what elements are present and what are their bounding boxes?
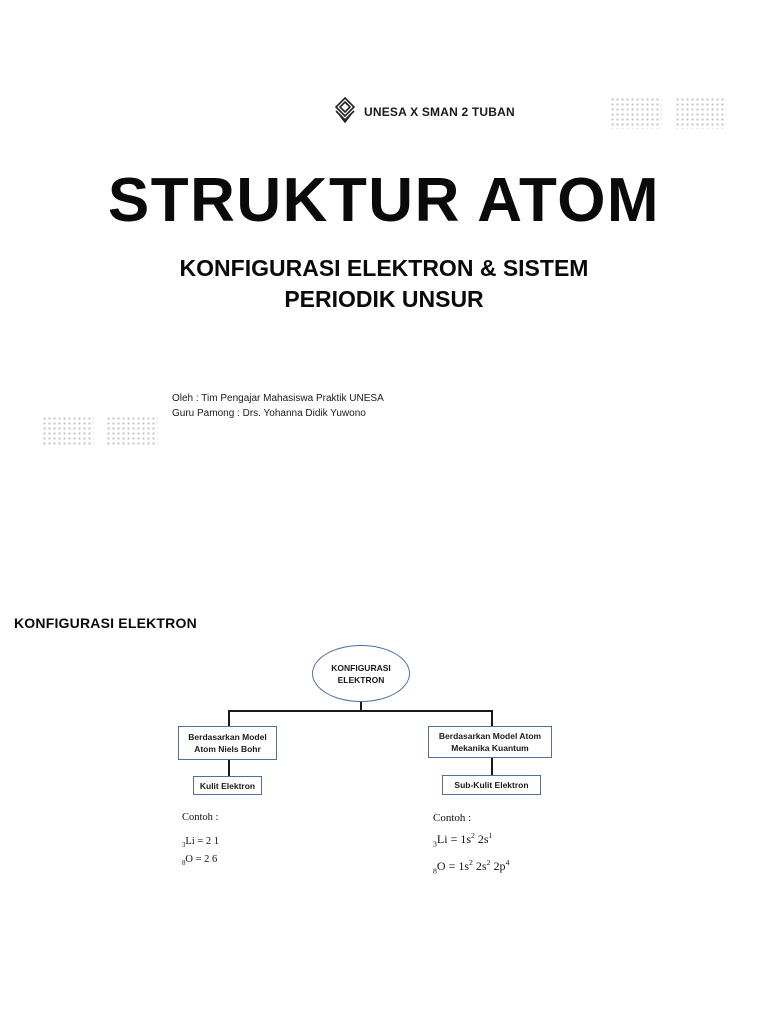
decorative-dot-grid bbox=[106, 416, 158, 446]
byline: Oleh : Tim Pengajar Mahasiswa Praktik UN… bbox=[172, 391, 384, 421]
example-li: 3Li = 1s2 2s1 bbox=[433, 831, 509, 848]
section-title: KONFIGURASI ELEKTRON bbox=[14, 615, 197, 631]
electron-count: 2 bbox=[469, 858, 473, 868]
config-text: 2s bbox=[472, 859, 487, 874]
connector-line bbox=[360, 702, 362, 711]
connector-line bbox=[228, 710, 230, 726]
bohr-example: Contoh : 3Li = 2 1 8O = 2 6 bbox=[182, 812, 219, 871]
element-symbol: Li bbox=[185, 836, 195, 847]
config-text: 2s bbox=[474, 832, 489, 846]
diagram-bohr-node: Berdasarkan Model Atom Niels Bohr bbox=[178, 726, 277, 760]
decorative-dot-grid bbox=[610, 97, 662, 129]
brand-header: UNESA X SMAN 2 TUBAN bbox=[334, 96, 515, 128]
electron-count: 4 bbox=[505, 858, 510, 868]
diagram-subshell-leaf: Sub-Kulit Elektron bbox=[442, 775, 541, 795]
shell-config: = 2 1 bbox=[197, 836, 220, 847]
connector-line bbox=[491, 710, 493, 726]
mentor-line: Guru Pamong : Drs. Yohanna Didik Yuwono bbox=[172, 408, 366, 419]
element-symbol: Li bbox=[436, 832, 448, 846]
diagram-root-node: KONFIGURASI ELEKTRON bbox=[312, 645, 410, 702]
brand-name: UNESA X SMAN 2 TUBAN bbox=[364, 105, 515, 119]
example-o: 8O = 1s2 2s2 2p4 bbox=[433, 858, 509, 875]
root-label-line: KONFIGURASI bbox=[331, 662, 391, 673]
page-subtitle: KONFIGURASI ELEKTRON & SISTEM PERIODIK U… bbox=[0, 253, 768, 315]
atomic-number: 8 bbox=[182, 860, 186, 868]
config-text: = 1s bbox=[445, 859, 470, 874]
electron-count: 1 bbox=[488, 831, 493, 840]
quantum-example: Contoh : 3Li = 1s2 2s1 8O = 1s2 2s2 2p4 bbox=[433, 812, 509, 876]
subtitle-line: PERIODIK UNSUR bbox=[284, 286, 484, 312]
connector-line bbox=[228, 760, 230, 776]
atomic-number: 3 bbox=[433, 839, 437, 849]
connector-line bbox=[228, 710, 492, 712]
electron-count: 2 bbox=[471, 831, 475, 840]
element-symbol: O bbox=[185, 854, 193, 866]
bohr-label-line: Atom Niels Bohr bbox=[194, 744, 261, 754]
root-label-line: ELEKTRON bbox=[337, 674, 385, 685]
atomic-number: 8 bbox=[433, 866, 437, 876]
unesa-diamond-logo-icon bbox=[334, 96, 356, 128]
shell-config: = 2 6 bbox=[193, 854, 218, 866]
diagram-shell-leaf: Kulit Elektron bbox=[193, 776, 262, 795]
example-label: Contoh : bbox=[433, 812, 472, 824]
subshell-leaf-label: Sub-Kulit Elektron bbox=[454, 780, 529, 790]
config-text: 2p bbox=[490, 859, 506, 874]
page-title: STRUKTUR ATOM bbox=[107, 166, 661, 235]
example-li: 3Li = 2 1 bbox=[182, 835, 219, 853]
decorative-dot-grid bbox=[675, 97, 727, 129]
quantum-label-line: Mekanika Kuantum bbox=[451, 743, 529, 753]
element-symbol: O bbox=[436, 859, 446, 874]
electron-count: 2 bbox=[486, 858, 491, 868]
config-text: = 1s bbox=[447, 832, 472, 846]
diagram-quantum-node: Berdasarkan Model Atom Mekanika Kuantum bbox=[428, 726, 552, 758]
subtitle-line: KONFIGURASI ELEKTRON & SISTEM bbox=[179, 255, 589, 281]
example-label: Contoh : bbox=[182, 812, 219, 823]
atomic-number: 3 bbox=[182, 842, 186, 850]
connector-line bbox=[491, 758, 493, 775]
bohr-label-line: Berdasarkan Model bbox=[188, 732, 267, 742]
quantum-label-line: Berdasarkan Model Atom bbox=[438, 731, 542, 741]
decorative-dot-grid bbox=[42, 416, 94, 446]
example-o: 8O = 2 6 bbox=[182, 853, 219, 871]
shell-leaf-label: Kulit Elektron bbox=[199, 780, 256, 791]
author-line: Oleh : Tim Pengajar Mahasiswa Praktik UN… bbox=[172, 393, 384, 404]
